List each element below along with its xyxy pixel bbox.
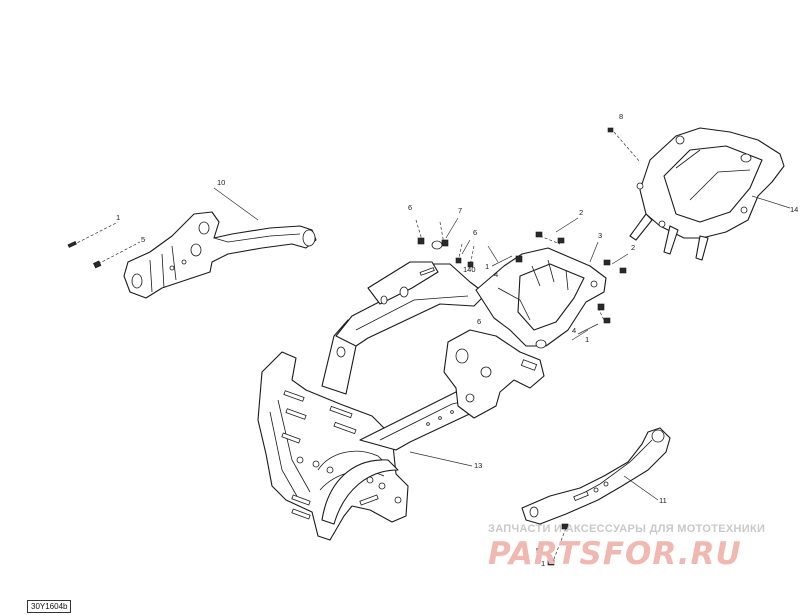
callout-1-mid: 1 [485, 262, 490, 271]
callout-6-b: 6 [473, 228, 478, 237]
callout-4-mid: 4 [494, 270, 499, 279]
callout-3: 3 [598, 231, 603, 240]
callout-6-frame: 6 [477, 317, 482, 326]
part-10-brace [67, 187, 317, 299]
callout-13: 13 [474, 461, 483, 470]
fastener-hardware [415, 217, 629, 341]
callout-5-bottom: 5 [536, 546, 541, 555]
callout-11: 11 [659, 496, 667, 505]
callout-140: 140 [463, 265, 476, 274]
callout-5-left: 5 [141, 235, 146, 244]
callout-7: 7 [458, 206, 463, 215]
callout-1-right: 1 [585, 335, 590, 344]
part-11-lower-arm [521, 427, 671, 566]
callout-1-left: 1 [116, 213, 121, 222]
callout-14: 14 [790, 205, 799, 214]
watermark-tagline: ЗАПЧАСТИ И АКСЕССУАРЫ ДЛЯ МОТОТЕХНИКИ [488, 523, 766, 535]
watermark-brand: PARTSFOR.RU [488, 536, 742, 572]
callout-8: 8 [619, 112, 624, 121]
callout-2-a: 2 [579, 208, 584, 217]
part-13-main-frame [257, 247, 607, 541]
callout-10: 10 [217, 178, 226, 187]
part-14-subframe [607, 127, 791, 261]
callout-1-bottom: 1 [541, 559, 546, 568]
diagram-reference-code: 30Y1604b [27, 600, 72, 613]
callout-2-b: 2 [631, 243, 636, 252]
callout-6-a: 6 [408, 203, 413, 212]
callout-4-right: 4 [572, 326, 577, 335]
